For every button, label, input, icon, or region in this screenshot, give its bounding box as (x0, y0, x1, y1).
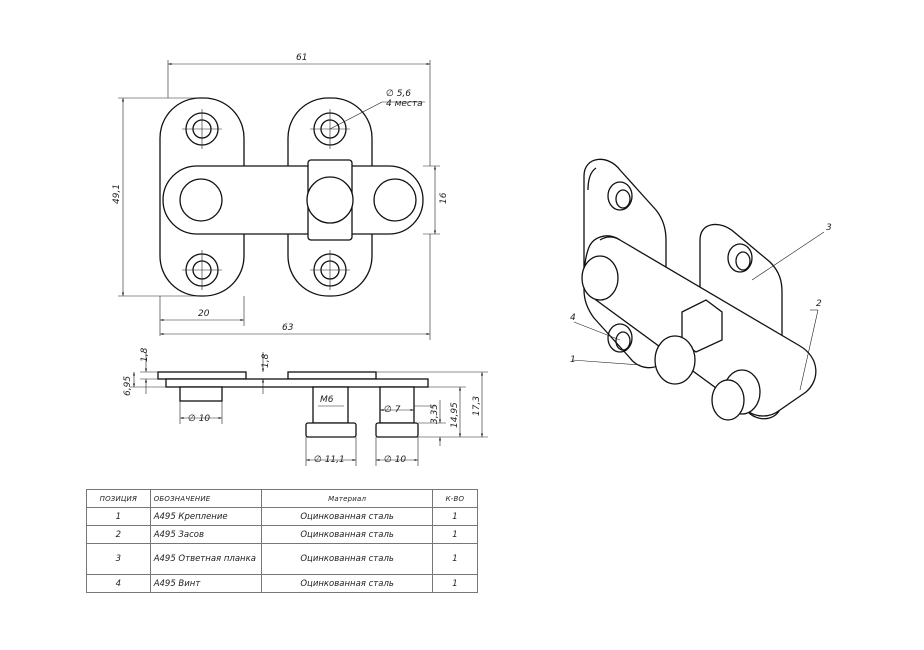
knob-left (179, 178, 223, 222)
dim-step: 3,35 (430, 404, 440, 424)
col-designation: ОБОЗНАЧЕНИЕ (149, 489, 263, 508)
table-row: 2 А495 Засов Оцинкованная сталь 1 (86, 525, 479, 544)
table-header-row: ПОЗИЦИЯ ОБОЗНАЧЕНИЕ Материал К-ВО (86, 489, 479, 508)
iso-knob-center (654, 335, 696, 385)
side-view: 1,8 6,95 1,8 M6 ∅ 7 3,35 14,95 17,3 ∅ 10… (123, 347, 488, 466)
side-plate-right (287, 371, 377, 380)
side-knob-left (179, 386, 223, 402)
dim-screw-head-dia: ∅ 11,1 (314, 455, 345, 465)
row-material: Оцинкованная сталь (261, 543, 433, 575)
row-qty: 1 (431, 543, 479, 575)
side-screw-head (305, 422, 357, 438)
row-qty: 1 (431, 507, 479, 526)
side-knob-right (375, 422, 419, 438)
dim-head-dia-left: ∅ 10 (188, 414, 210, 424)
row-name: А495 Ответная планка (149, 543, 263, 575)
side-plate-left (157, 371, 247, 380)
dim-bar-height: 16 (439, 192, 449, 204)
dim-knob-dia: ∅ 10 (384, 455, 406, 465)
col-qty: К-ВО (431, 489, 479, 508)
row-pos: 3 (86, 543, 151, 575)
row-pos: 2 (86, 525, 151, 544)
dim-offset: 20 (198, 309, 210, 319)
latch-bar (162, 165, 424, 235)
knob-center (306, 176, 354, 224)
row-name: А495 Засов (149, 525, 263, 544)
row-material: Оцинкованная сталь (261, 525, 433, 544)
row-name: А495 Винт (149, 574, 263, 593)
row-pos: 1 (86, 507, 151, 526)
dim-height-side: 6,95 (123, 376, 133, 396)
side-screw-shank (312, 386, 349, 424)
dim-hole-dia: ∅ 5,6 (386, 89, 411, 99)
isometric-view: 1 4 3 2 (570, 158, 832, 421)
front-view: 61 ∅ 5,6 4 места 49,1 16 20 63 (112, 53, 449, 340)
callout-4: 4 (570, 313, 576, 323)
dim-h1: 14,95 (450, 402, 460, 428)
table-row: 3 А495 Ответная планка Оцинкованная стал… (86, 543, 479, 575)
side-knob-pin (379, 386, 415, 424)
row-material: Оцинкованная сталь (261, 507, 433, 526)
iso-knob-left (581, 255, 619, 301)
col-material: Материал (261, 489, 433, 508)
row-pos: 4 (86, 574, 151, 593)
row-name: А495 Крепление (149, 507, 263, 526)
callout-2: 2 (816, 299, 822, 309)
dim-thread: M6 (320, 395, 334, 405)
dim-total-width: 63 (282, 323, 294, 333)
callout-1: 1 (570, 355, 576, 365)
dim-pin-dia: ∅ 7 (384, 405, 401, 415)
dim-hole-count: 4 места (386, 99, 423, 109)
iso-knob-right-front (711, 379, 745, 421)
row-qty: 1 (431, 574, 479, 593)
dim-top-width: 61 (296, 53, 307, 63)
side-bar (165, 378, 429, 388)
row-qty: 1 (431, 525, 479, 544)
dim-thickness-1: 1,8 (140, 347, 150, 362)
col-position: ПОЗИЦИЯ (86, 489, 151, 508)
dim-height: 49,1 (112, 184, 122, 204)
parts-table: ПОЗИЦИЯ ОБОЗНАЧЕНИЕ Материал К-ВО 1 А495… (86, 489, 479, 593)
knob-right (373, 178, 417, 222)
dim-thickness-2: 1,8 (261, 353, 271, 368)
table-row: 1 А495 Крепление Оцинкованная сталь 1 (86, 507, 479, 526)
dim-h2: 17,3 (472, 396, 482, 416)
table-row: 4 А495 Винт Оцинкованная сталь 1 (86, 574, 479, 593)
callout-3: 3 (826, 223, 832, 233)
row-material: Оцинкованная сталь (261, 574, 433, 593)
